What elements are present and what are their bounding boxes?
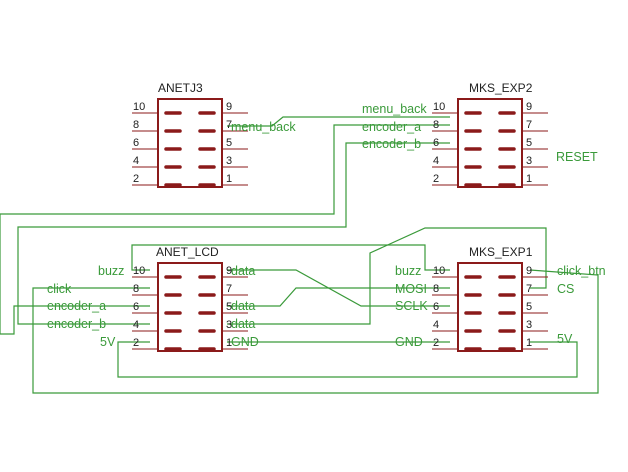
net-label-exp1-buzz: buzz [395,264,421,278]
net-label-lcd-data-9: data [231,264,255,278]
wire-menu-back [227,116,450,127]
pin-number-left: 6 [433,137,439,149]
net-label-lcd-gnd: GND [231,335,259,349]
pin-number-left: 10 [433,265,445,277]
pin-number-right: 1 [526,337,532,349]
net-label-exp2-menu-back: menu_back [362,102,427,116]
pin-number-left: 8 [433,119,439,131]
pin-number-right: 9 [226,265,232,277]
pin-number-left: 4 [133,155,139,167]
pin-number-right: 7 [526,283,532,295]
pin-number-right: 9 [226,101,232,113]
net-label-exp1-mosi: MOSI [395,282,427,296]
net-label-lcd-encoder-a: encoder_a [47,299,106,313]
pin-number-left: 6 [433,301,439,313]
pin-number-right: 3 [526,155,532,167]
net-label-exp1-click-btn: click_btn [557,264,606,278]
pin-number-right: 5 [226,301,232,313]
wires [0,116,599,394]
pin-number-left: 4 [133,319,139,331]
wire-buzz [131,244,450,271]
connector-body [157,98,223,188]
pin-number-left: 2 [433,173,439,185]
pin-number-right: 7 [526,119,532,131]
pin-number-left: 2 [133,173,139,185]
pin-number-right: 9 [526,101,532,113]
pin-number-right: 7 [226,119,232,131]
pin-number-left: 4 [433,319,439,331]
anetj3-title: ANETJ3 [158,81,203,95]
pin-number-right: 5 [526,301,532,313]
mks-exp1-title: MKS_EXP1 [469,245,533,259]
connectors: 10 9 8 7 6 5 4 3 2 1 10 9 8 7 6 5 4 3 2 1 10 9 8 7 6 5 4 3 2 1 10 9 8 7 6 5… [132,98,548,352]
pin-number-right: 5 [526,137,532,149]
pin-number-left: 6 [133,137,139,149]
wire-5v [117,341,578,378]
pin-number-left: 8 [133,283,139,295]
pin-number-left: 4 [433,155,439,167]
mks-exp2-title: MKS_EXP2 [469,81,533,95]
pin-number-left: 8 [433,283,439,295]
pin-number-left: 2 [433,337,439,349]
pin-number-right: 9 [526,265,532,277]
pin-number-left: 6 [133,301,139,313]
pin-number-right: 3 [226,319,232,331]
connector-body [457,98,523,188]
pin-number-right: 1 [226,173,232,185]
pin-number-right: 1 [226,337,232,349]
pin-number-right: 7 [226,283,232,295]
net-labels: menu_back menu_back encoder_a encoder_b … [47,102,606,349]
net-label-anetj3-menu-back: menu_back [231,120,296,134]
connector-body [457,262,523,352]
pin-number-left: 10 [133,101,145,113]
wire-data-cs [227,227,547,325]
net-label-exp2-reset: RESET [556,150,598,164]
net-label-lcd-buzz: buzz [98,264,124,278]
pin-number-left: 2 [133,337,139,349]
connector-body [157,262,223,352]
wire-encoder-b [17,142,450,325]
wire-click [32,269,599,394]
net-label-lcd-encoder-b: encoder_b [47,317,106,331]
net-label-exp1-sclk: SCLK [395,299,428,313]
anet-lcd-title: ANET_LCD [156,245,219,259]
pin-number-left: 8 [133,119,139,131]
net-label-lcd-data-3: data [231,317,255,331]
wire-encoder-a [0,124,450,335]
net-label-exp2-encoder-b: encoder_b [362,137,421,151]
net-label-lcd-click: click [47,282,72,296]
connector-mks-exp1: 10 9 8 7 6 5 4 3 2 1 [432,262,548,352]
pin-number-left: 10 [433,101,445,113]
pin-number-right: 5 [226,137,232,149]
pin-number-right: 3 [226,155,232,167]
net-label-lcd-data-5: data [231,299,255,313]
net-label-exp2-encoder-a: encoder_a [362,120,421,134]
net-label-exp1-5v: 5V [557,332,573,346]
net-label-exp1-cs: CS [557,282,574,296]
pin-number-left: 10 [133,265,145,277]
pin-number-right: 1 [526,173,532,185]
connector-anet-lcd: 10 9 8 7 6 5 4 3 2 1 [132,262,248,352]
connector-anetj3: 10 9 8 7 6 5 4 3 2 1 [132,98,248,188]
connector-mks-exp2: 10 9 8 7 6 5 4 3 2 1 [432,98,548,188]
pin-number-right: 3 [526,319,532,331]
net-label-lcd-5v: 5V [100,335,116,349]
net-label-exp1-gnd: GND [395,335,423,349]
wire-data-mosi [227,287,450,307]
